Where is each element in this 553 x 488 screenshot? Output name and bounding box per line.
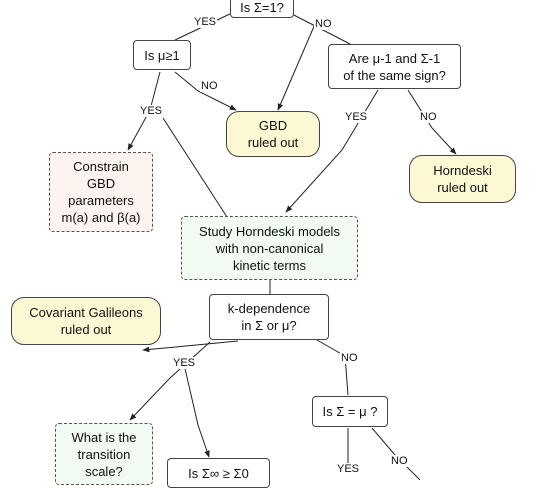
edge-kdep-transition (129, 341, 211, 421)
node-line: GBD (86, 176, 116, 191)
node-k-dependence: k-dependence in Σ or μ? (209, 294, 329, 340)
node-line: scale? (85, 463, 123, 479)
node-is-mu-ge-one: Is μ≥1 (133, 40, 191, 70)
node-line: parameters (68, 193, 134, 208)
edge-mu1-study (162, 117, 228, 218)
edge-label-yes-sigma-mu: YES (336, 463, 361, 475)
edge-kdep-sigmamu (316, 339, 349, 396)
edge-label-yes-kdep: YES (172, 357, 197, 369)
node-line: Study Horndeski models (199, 223, 340, 239)
node-line: Are μ-1 and Σ-1 (348, 50, 441, 66)
edge-label-yes-mu1: YES (193, 16, 218, 28)
node-line: k-dependence (227, 301, 311, 316)
node-line: What is the (71, 429, 137, 445)
node-is-sigma-one: Is Σ=1? (230, 0, 294, 18)
node-is-sigma-inf: Is Σ∞ ≥ Σ0 (167, 458, 270, 488)
edge-label-no-gbd: NO (200, 80, 219, 92)
node-constrain-gbd: Constrain GBD parameters m(a) and β(a) (49, 152, 153, 232)
node-line: Horndeski (433, 163, 492, 178)
edge-kdep-sigmainf (182, 359, 210, 458)
node-line: ruled out (247, 135, 299, 150)
edge-sign-horndeski (407, 89, 457, 155)
edge-label-no-kdep: NO (340, 352, 359, 364)
edge-label-yes-study: YES (344, 111, 369, 123)
node-line: Constrain (73, 159, 129, 174)
node-gbd-ruled-out: GBD ruled out (226, 111, 320, 157)
node-line: Is Σ=1? (240, 0, 284, 15)
node-line: Is μ≥1 (144, 47, 180, 63)
edge-label-no-sigma-mu: NO (390, 455, 409, 467)
node-line: ruled out (437, 180, 488, 195)
node-line: GBD (258, 118, 288, 133)
node-is-sigma-eq-mu: Is Σ = μ ? (312, 396, 388, 427)
edge-label-no-horndeski: NO (419, 111, 438, 123)
node-line: m(a) and β(a) (61, 210, 141, 225)
node-same-sign: Are μ-1 and Σ-1 of the same sign? (328, 44, 461, 89)
node-line: transition (77, 446, 131, 462)
node-line: in Σ or μ? (241, 318, 297, 333)
edge-mu1-gbd (174, 71, 237, 111)
node-line: of the same sign? (343, 67, 446, 83)
node-study-horndeski: Study Horndeski models with non-canonica… (181, 216, 358, 280)
node-transition-scale: What is the transition scale? (55, 423, 153, 485)
node-line: Is Σ∞ ≥ Σ0 (188, 465, 249, 481)
edge-kdep-galileons (142, 340, 239, 353)
node-line: Covariant Galileons (29, 305, 143, 320)
node-horndeski-ruled-out: Horndeski ruled out (409, 155, 516, 203)
edge-sigmamu-no (371, 427, 421, 480)
edge-label-no-sign: NO (314, 18, 333, 30)
edge-label-yes-constrain: YES (139, 105, 164, 117)
node-line: with non-canonical (215, 240, 324, 256)
node-galileons-ruled-out: Covariant Galileons ruled out (11, 297, 161, 345)
edge-sigma1-gbd (277, 23, 316, 111)
node-line: ruled out (60, 322, 112, 337)
node-line: kinetic terms (233, 257, 306, 273)
edge-sign-study (285, 89, 379, 213)
node-line: Is Σ = μ ? (322, 404, 378, 419)
